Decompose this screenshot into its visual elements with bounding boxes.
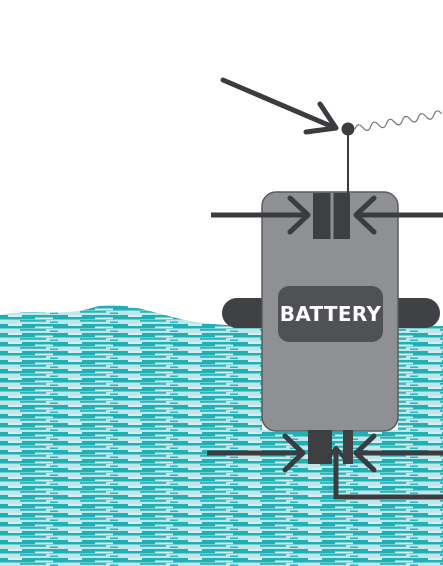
incoming-signal-arrowhead	[303, 101, 339, 135]
top-right-arrowhead	[353, 195, 377, 235]
bottom-right-arrowhead	[353, 433, 377, 473]
bottom-cable-arrowhead	[324, 446, 348, 462]
battery-block	[278, 286, 383, 342]
signal-wave-icon	[354, 110, 443, 131]
battery-label: BATTERY	[279, 302, 382, 326]
top-left-arrowhead	[287, 195, 311, 235]
water-surface	[0, 304, 443, 566]
bottom-left-arrowhead	[282, 433, 306, 473]
bottom-cable	[333, 448, 443, 500]
incoming-signal-arrow-shaft	[220, 77, 336, 130]
antenna-ball-icon	[341, 122, 355, 136]
bottom-connector-right	[343, 430, 353, 464]
